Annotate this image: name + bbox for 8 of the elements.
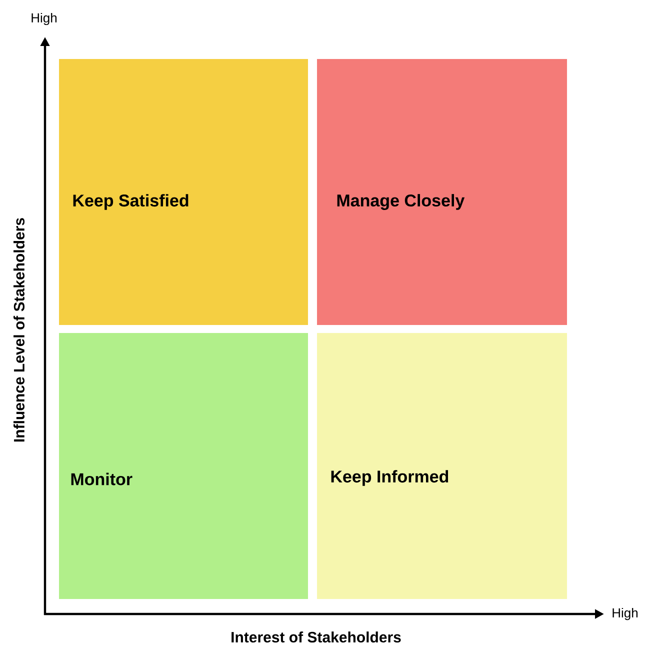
axis-title: Interest of Stakeholders <box>232 632 401 642</box>
quadrant-box: Keep Satisfied <box>59 59 308 325</box>
quadrant-box: Monitor <box>59 333 308 599</box>
axis-title: Influence Level of Stakeholders <box>14 218 24 442</box>
quadrant-box: Keep Informed <box>317 333 567 599</box>
quadrant-box: Manage Closely <box>317 59 567 325</box>
axis-end-label: High <box>32 12 57 26</box>
axis-end-label: High <box>612 608 638 620</box>
